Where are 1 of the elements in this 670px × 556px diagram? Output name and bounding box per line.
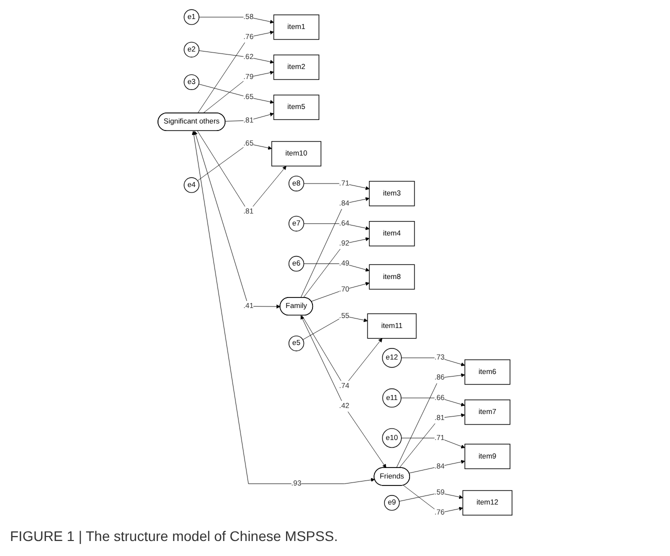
figure-caption: FIGURE 1 | The structure model of Chinese MSPSS. — [9, 527, 339, 546]
